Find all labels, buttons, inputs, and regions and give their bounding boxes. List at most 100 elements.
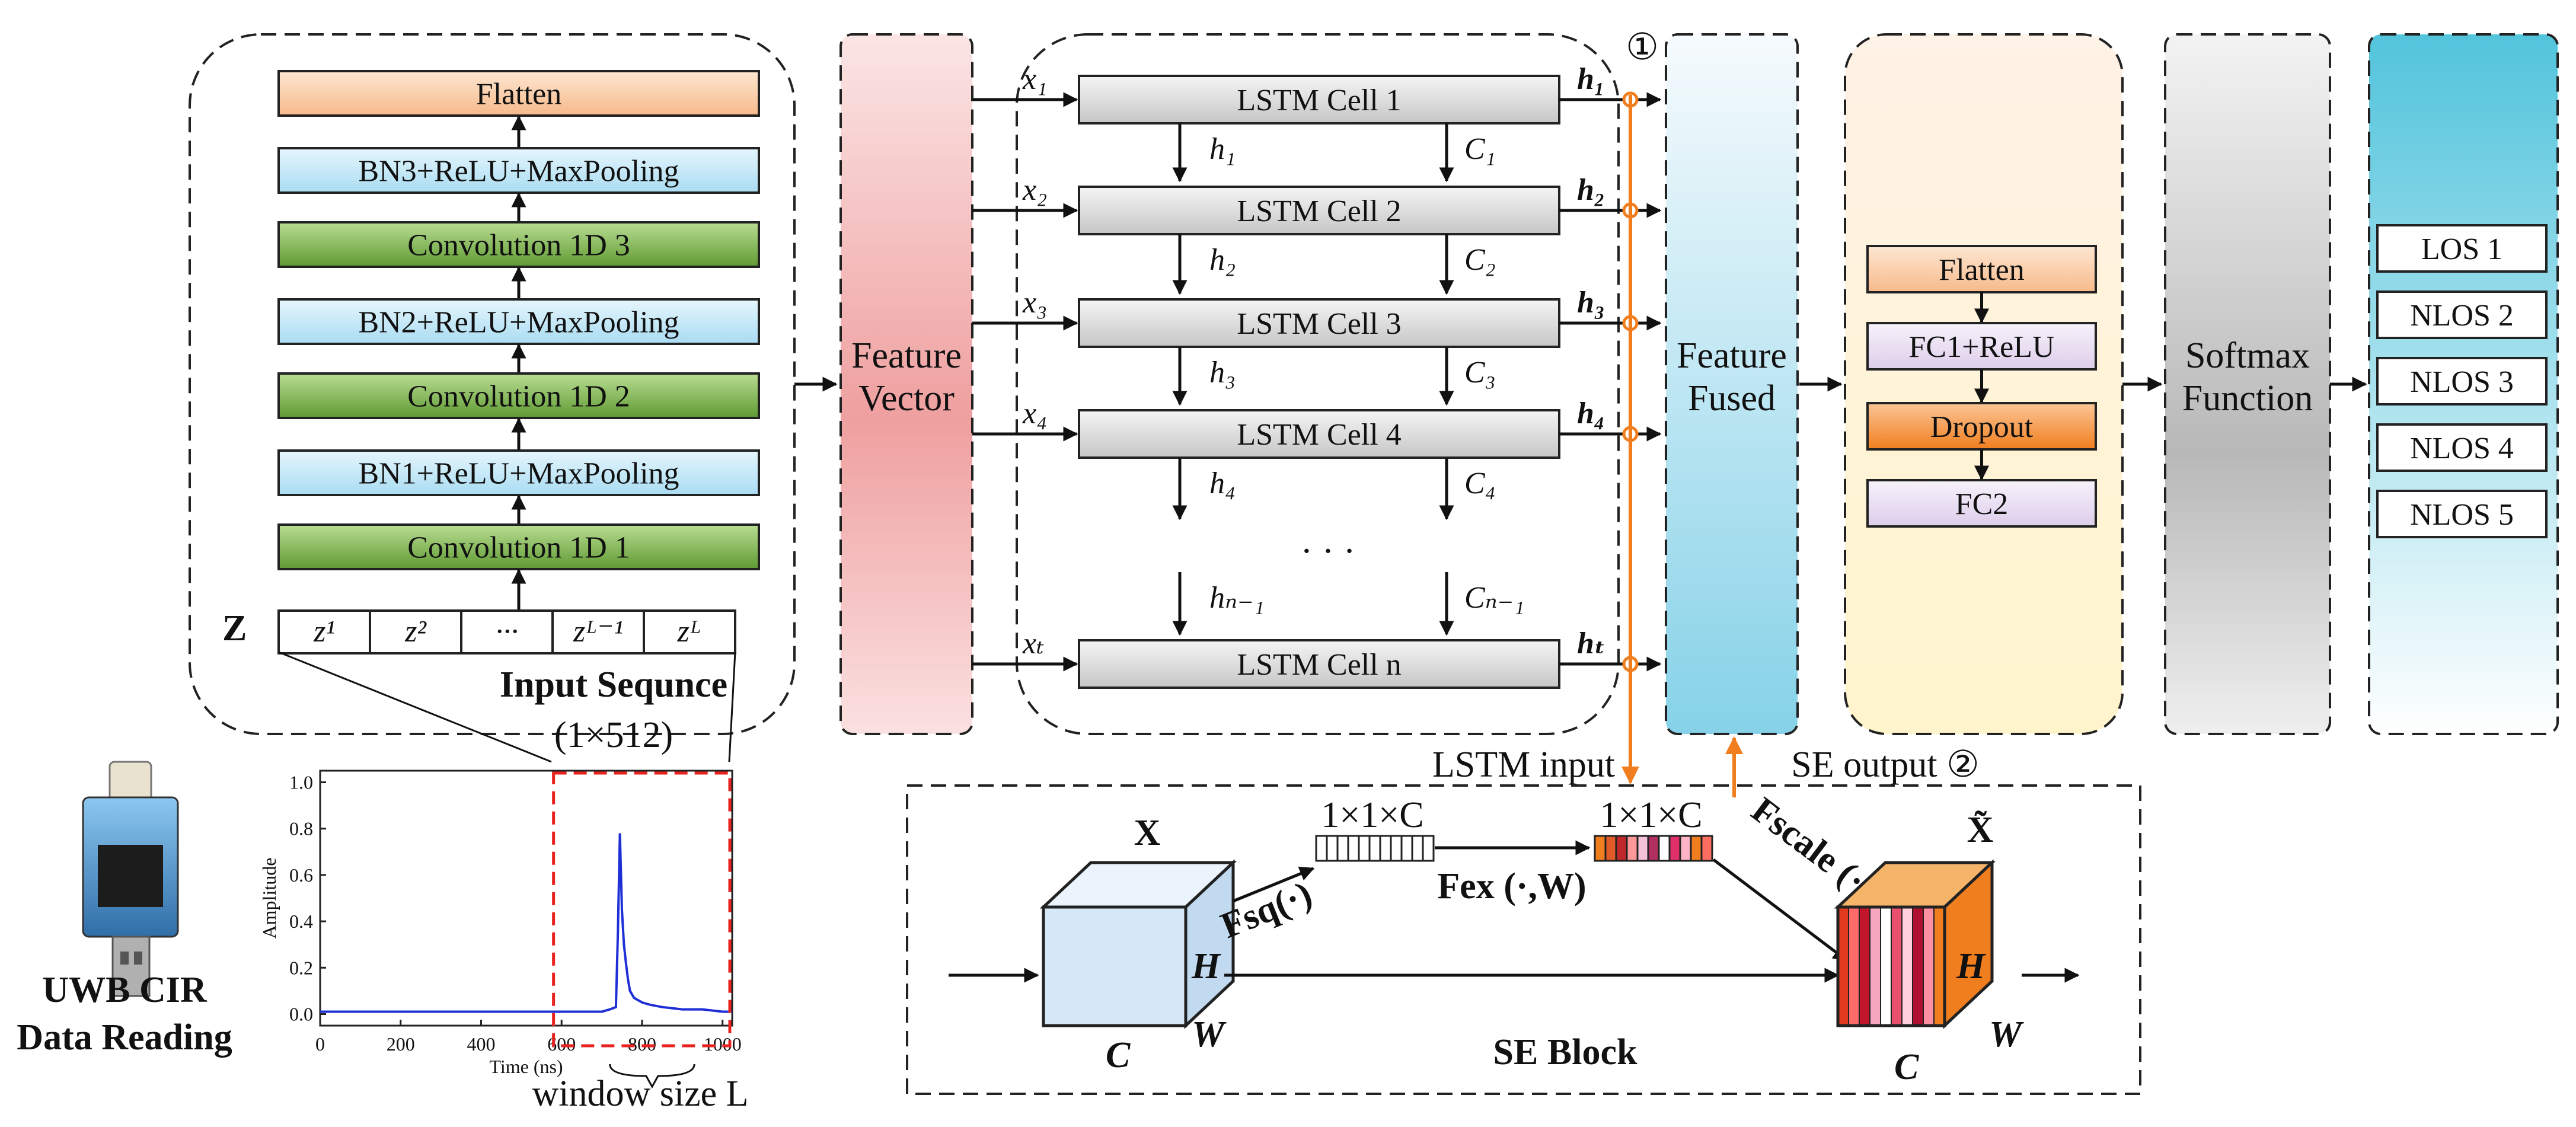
cnn-layer-label: Flatten [476, 78, 561, 111]
output-class-box [2376, 224, 2548, 273]
output-cube-stripe [1880, 906, 1892, 1026]
z-cell [643, 609, 736, 655]
excitation-vector-cell [1679, 835, 1692, 862]
y-tick-label: 1.0 [289, 772, 313, 793]
w-label-in: W [1192, 1014, 1227, 1055]
z-cell [460, 609, 554, 655]
lstm-cell-box [1078, 75, 1560, 124]
feature-fused-bg [1665, 33, 1799, 735]
squeeze-vector-cell [1390, 835, 1403, 862]
x-tick-label: 400 [467, 1033, 495, 1055]
output-cube-stripe [1912, 906, 1924, 1026]
lstm-output-label: h₂ [1577, 173, 1605, 207]
lstm-output-label: h₁ [1577, 62, 1605, 96]
x-tick-label: 0 [315, 1033, 325, 1055]
classifier-bg [1844, 33, 2124, 735]
cnn-layer-label: BN1+ReLU+MaxPooling [358, 457, 679, 491]
h-label-out: H [1956, 946, 1986, 986]
marker-1: ① [1626, 27, 1659, 68]
excitation-vector-cell [1658, 835, 1671, 862]
se-dashed-frame [906, 784, 2141, 1095]
arrow-scale [1712, 858, 1848, 962]
cnn-layer-box [277, 298, 760, 345]
device-label-line2: Data Reading [17, 1017, 232, 1058]
output-cube-stripe [1837, 906, 1849, 1026]
cnn-layer-label: BN2+ReLU+MaxPooling [358, 306, 679, 340]
squeeze-vector-cell [1368, 835, 1381, 862]
classifier-layer-box [1866, 245, 2097, 293]
z-cell-label: zᴸ [676, 615, 701, 649]
vector-label-1: 1×1×C [1321, 795, 1423, 835]
lstm-cell-label: LSTM Cell n [1237, 648, 1401, 682]
lstm-dashed-frame [1016, 33, 1620, 735]
window-brace [609, 1064, 695, 1089]
input-sequence-size: (1×512) [554, 715, 673, 755]
lstm-cell-label: LSTM Cell 4 [1237, 418, 1401, 452]
lstm-input-label: xₜ [1022, 627, 1044, 660]
y-tick-label: 0.0 [289, 1003, 313, 1024]
uwb-device-image [82, 761, 179, 997]
excitation-vector-cell [1690, 835, 1703, 862]
y-tick-label: 0.8 [289, 818, 313, 839]
y-tick-label: 0.2 [289, 957, 313, 978]
excitation-vector-cell [1636, 835, 1649, 862]
feature-vector-bg [839, 33, 973, 735]
lstm-input-label: x₃ [1022, 286, 1047, 320]
z-cell-label: z² [404, 615, 427, 649]
squeeze-vector-cell [1400, 835, 1413, 862]
fex-label: Fex (·,W) [1437, 866, 1586, 906]
output-class-box [2376, 357, 2548, 406]
output-class-box [2376, 490, 2548, 538]
cnn-layer-box [277, 449, 760, 496]
z-cell [277, 609, 371, 655]
z-cell [551, 609, 645, 655]
z-cell-label: ··· [496, 615, 519, 649]
cnn-layer-box [277, 221, 760, 268]
x-axis-label: Time (ns) [489, 1056, 563, 1077]
lstm-cell-box [1078, 639, 1560, 689]
squeeze-vector-cell [1315, 835, 1328, 862]
excitation-vector-cell [1700, 835, 1713, 862]
window-highlight [552, 771, 732, 1048]
cell-state-label: Cₙ₋₁ [1464, 581, 1524, 615]
classifier-layer-label: Dropout [1930, 410, 2034, 444]
squeeze-vector [1315, 835, 1435, 862]
cnn-layer-label: Convolution 1D 3 [407, 229, 630, 263]
lstm-input-label: x₂ [1022, 173, 1047, 207]
output-cube-stripe [1869, 906, 1881, 1026]
output-class-label: NLOS 5 [2410, 498, 2514, 532]
output-class-box [2376, 423, 2548, 472]
h-label-in: H [1191, 946, 1221, 986]
cnn-layer-label: Convolution 1D 2 [407, 380, 630, 414]
callout-lines [278, 651, 736, 763]
excitation-vector-cell [1594, 835, 1607, 862]
device-label-line1: UWB CIR [42, 970, 208, 1010]
hidden-state-label: h₁ [1209, 132, 1236, 166]
input-cube [1039, 859, 1237, 1029]
squeeze-vector-cell [1358, 835, 1371, 862]
excitation-vector-cell [1668, 835, 1681, 862]
output-class-label: NLOS 3 [2410, 365, 2514, 399]
lstm-output-label: h₃ [1577, 286, 1605, 320]
w-label-out: W [1989, 1014, 2024, 1055]
output-cube-stripe [1891, 906, 1903, 1026]
lstm-output-label: h₄ [1577, 397, 1605, 430]
window-size-label: window size L [532, 1074, 748, 1114]
lstm-cell-label: LSTM Cell 3 [1237, 307, 1401, 341]
squeeze-vector-cell [1336, 835, 1349, 862]
cnn-layer-box [277, 523, 760, 570]
se-block-title: SE Block [1493, 1032, 1637, 1072]
